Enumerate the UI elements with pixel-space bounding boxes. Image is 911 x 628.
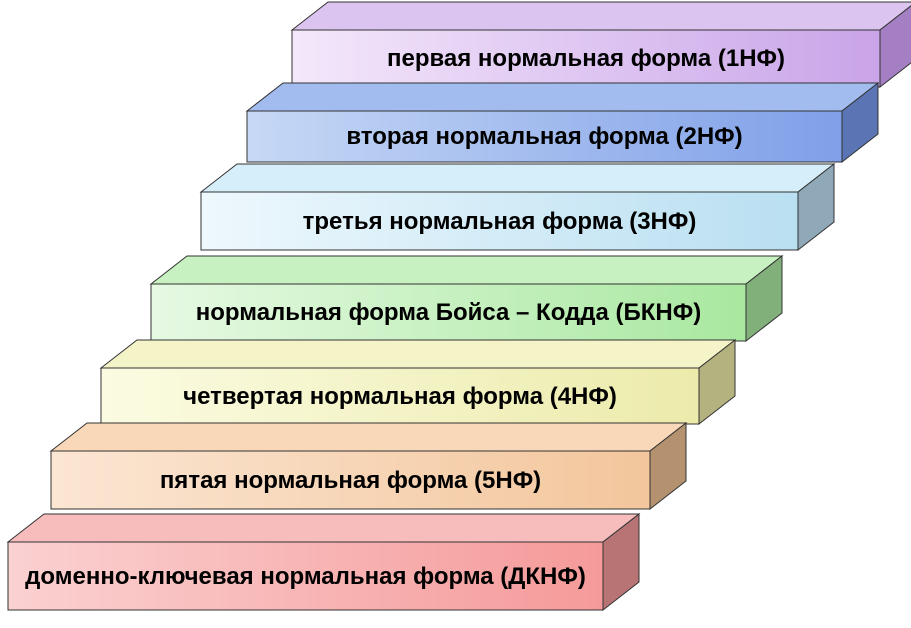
step-top-face xyxy=(99,339,737,369)
step-5 xyxy=(99,338,737,426)
step-top-face xyxy=(290,1,911,31)
step-top-face xyxy=(6,513,641,543)
step-7 xyxy=(6,512,641,612)
step-front-face xyxy=(246,110,843,163)
step-top-face xyxy=(49,422,688,452)
step-2 xyxy=(245,81,880,164)
step-1-label: первая нормальная форма (1НФ) xyxy=(386,45,786,72)
step-front-face xyxy=(291,29,881,88)
step-3 xyxy=(199,162,836,252)
step-front-face xyxy=(50,450,651,510)
step-4-label: нормальная форма Бойса – Кодда (БКНФ) xyxy=(195,299,702,326)
step-top-face xyxy=(245,82,880,112)
step-top-face xyxy=(149,255,784,285)
step-top-face xyxy=(199,163,836,193)
step-2-label: вторая нормальная форма (2НФ) xyxy=(346,123,743,150)
step-4 xyxy=(149,254,784,343)
step-5-label: четвертая нормальная форма (4НФ) xyxy=(183,382,617,410)
step-front-face xyxy=(200,191,799,251)
step-6 xyxy=(49,421,688,511)
step-front-face xyxy=(7,541,604,611)
step-front-face xyxy=(150,283,747,342)
step-7-label: доменно-ключевая нормальная форма (ДКНФ) xyxy=(25,562,586,590)
step-3-label: третья нормальная форма (3НФ) xyxy=(302,207,697,235)
step-1 xyxy=(290,1,911,89)
step-6-label: пятая нормальная форма (5НФ) xyxy=(159,466,542,494)
